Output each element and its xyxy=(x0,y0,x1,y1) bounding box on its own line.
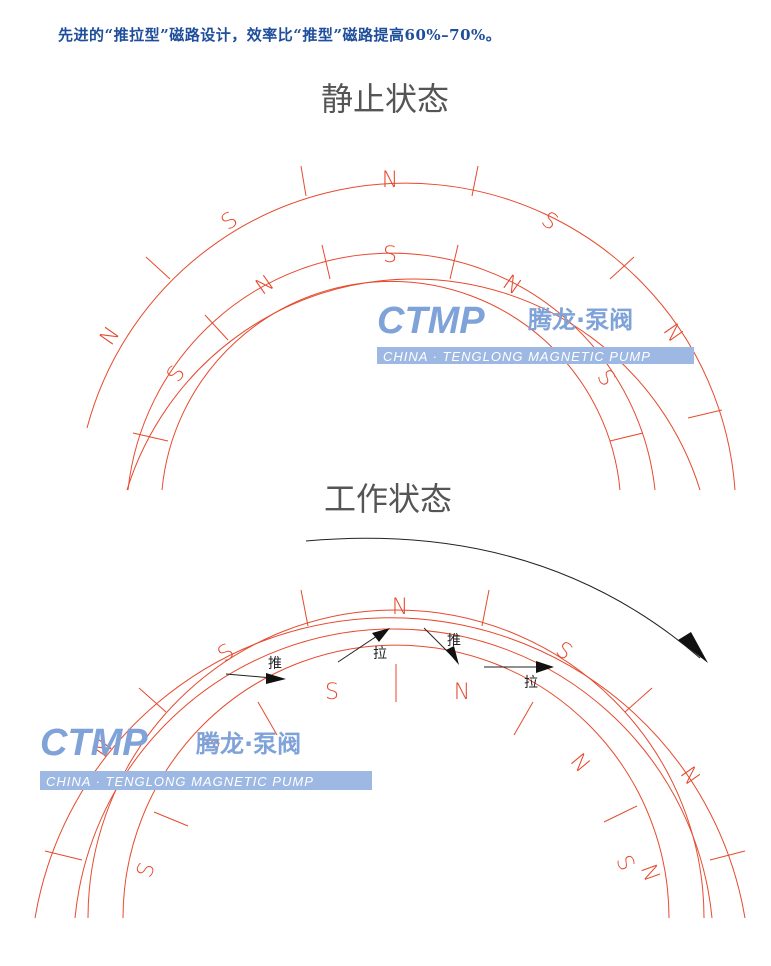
push-arrow-2: 推 xyxy=(423,627,461,665)
watermark-lower: CTMP 腾龙·泵阀 CHINA · TENGLONG MAGNETIC PUM… xyxy=(40,722,372,790)
watermark-upper: CTMP 腾龙·泵阀 CHINA · TENGLONG MAGNETIC PUM… xyxy=(377,300,694,364)
working-inner-pole-right: N xyxy=(454,680,470,705)
working-inner-pole-left: S xyxy=(325,680,339,705)
static-inner-pole-right: N xyxy=(498,270,526,300)
pull-label-2: 拉 xyxy=(524,675,538,691)
watermark-logo: CTMP xyxy=(377,300,485,342)
working-inner-pole-far-right: S xyxy=(610,852,639,875)
static-inner-pole-far-right: S xyxy=(591,365,619,391)
static-outer-pole-top: N xyxy=(382,168,398,193)
working-outer-pole-right: S xyxy=(551,637,577,665)
watermark-tagline: CHINA · TENGLONG MAGNETIC PUMP xyxy=(383,349,651,364)
static-inner-pole-top: S xyxy=(383,243,397,268)
working-outer-pole-top: N xyxy=(392,595,408,620)
static-state-title: 静止状态 xyxy=(321,80,449,118)
working-inner-pole-lower-right: N xyxy=(565,749,595,778)
working-outer-pole-lower-right: N xyxy=(635,861,664,885)
pull-label-1: 拉 xyxy=(373,646,387,662)
rotation-arrow xyxy=(305,537,708,663)
watermark-cn-text-lower: 腾龙·泵阀 xyxy=(196,730,301,758)
push-arrow-1: 推 xyxy=(225,656,286,684)
working-outer-pole-left: S xyxy=(213,639,239,667)
force-arrows: 推 拉 推 拉 xyxy=(225,627,554,691)
pull-arrow-2: 拉 xyxy=(484,661,554,691)
push-label-1: 推 xyxy=(268,656,282,672)
static-outer-pole-far-right: N xyxy=(658,319,688,347)
watermark-cn-text: 腾龙·泵阀 xyxy=(528,306,633,334)
watermark-logo-lower: CTMP xyxy=(40,722,148,764)
headline: 先进的“推拉型”磁路设计，效率比“推型”磁路提高60%–70%。 xyxy=(58,26,502,44)
working-inner-pole-lower-left: S xyxy=(132,859,160,881)
working-state-title: 工作状态 xyxy=(324,480,452,518)
push-label-2: 推 xyxy=(447,633,461,649)
working-outer-pole-far-right: N xyxy=(675,762,705,790)
pull-arrow-1: 拉 xyxy=(337,628,390,663)
static-inner-pole-left: N xyxy=(251,270,279,300)
watermark-tagline-lower: CHINA · TENGLONG MAGNETIC PUMP xyxy=(46,774,314,789)
static-outer-pole-left: S xyxy=(217,207,243,235)
working-inner-ring: S N S N S S xyxy=(87,609,705,919)
